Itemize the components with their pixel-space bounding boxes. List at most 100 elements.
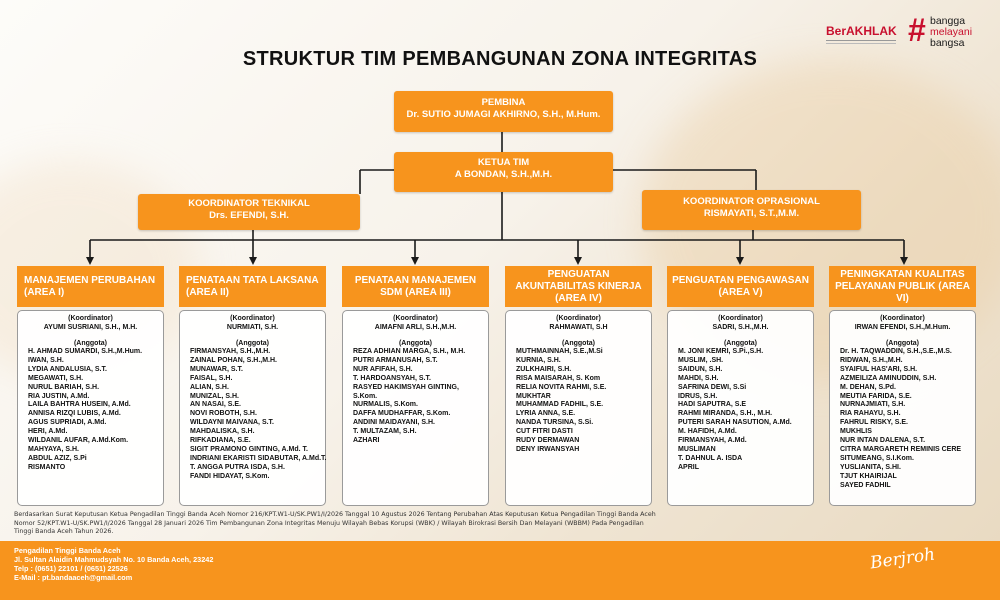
list-item: FANDI HIDAYAT, S.Kom. [190, 472, 270, 480]
list-item: HADI SAPUTRA, S.E [678, 401, 747, 409]
area-3-header: PENATAAN MANAJEMEN SDM (AREA III) [342, 266, 489, 307]
area-6-members: (Koordinator) IRWAN EFENDI, S.H.,M.Hum. (A… [829, 310, 976, 506]
list-item: FIRMANSYAH, S.H.,M.H. [190, 348, 271, 355]
list-item: H. AHMAD SUMARDI, S.H.,M.Hum. [28, 348, 143, 355]
list-item: FAHRUL RISKY, S.E. [840, 419, 908, 427]
list-item: SIGIT PRAMONO GINTING, A.Md. T. [190, 445, 308, 453]
koordinator-label: (Koordinator) [556, 315, 601, 322]
list-item: RISMANTO [28, 463, 66, 471]
list-item: M. HAFIDH, A.Md. [678, 428, 737, 436]
koordinator-label: (Koordinator) [68, 315, 113, 322]
list-item: RAHMI MIRANDA, S.H., M.H. [678, 410, 773, 418]
list-item: IWAN, S.H. [28, 356, 64, 364]
list-item: ZULKHAIRI, S.H. [516, 365, 572, 373]
anggota-label: (Anggota) [885, 340, 920, 347]
list-item: YUSLIANITA, S.HI. [840, 463, 901, 471]
list-item: LAILA BAHTRA HUSEIN, A.Md. [28, 401, 131, 409]
arrow-down-icon [574, 257, 582, 265]
list-item: NUR AFIFAH, S.H. [353, 365, 413, 373]
list-item: KURNIA, S.H. [516, 356, 561, 364]
list-item: INDRIANI EKARISTI SIDABUTAR, A.Md.T. [190, 454, 327, 462]
area-5-header: PENGUATAN PENGAWASAN (AREA V) [667, 266, 814, 307]
list-item: MUSLIMAN [678, 445, 716, 453]
list-item: SYAIFUL HAS'ARI, S.H. [840, 365, 918, 373]
list-item: AN NASAI, S.E. [190, 401, 241, 409]
list-item: RELIA NOVITA RAHMI, S.E. [516, 383, 607, 391]
list-item: SAFRINA DEWI, S.Si [678, 383, 747, 391]
list-item: TJUT KHAIRIJAL [840, 472, 897, 480]
list-item: LYRIA ANNA, S.E. [516, 410, 576, 418]
list-item: RIFKADIANA, S.E. [190, 437, 251, 445]
list-item: AZHARI [353, 437, 380, 445]
footer-email: E-Mail : pt.bandaaceh@gmail.com [14, 573, 133, 582]
koordinator-label: (Koordinator) [393, 315, 438, 322]
list-item: RIA JUSTIN, A.Md. [28, 392, 90, 400]
koordinator-label: (Koordinator) [880, 315, 925, 322]
list-item: NURNAJMIATI, S.H. [840, 401, 906, 409]
koordinator-oprasional-role: KOORDINATOR OPRASIONAL [683, 196, 820, 207]
spacer [343, 332, 488, 339]
list-item: DAFFA MUDHAFFAR, S.Kom. [353, 410, 451, 418]
list-item: MAHDI, S.H. [678, 374, 719, 382]
area-6-header: PENINGKATAN KUALITAS PELAYANAN PUBLIK (A… [829, 266, 976, 307]
list-item: HERI, A.Md. [28, 428, 68, 436]
area-2-members: (Koordinator)NURMIATI, S.H.(Anggota)FIRM… [179, 310, 327, 506]
koordinator-label: (Koordinator) [230, 315, 275, 322]
list-item: NOVI ROBOTH, S.H. [190, 410, 257, 418]
decree-note: Berdasarkan Surat Keputusan Ketua Pengad… [14, 511, 656, 535]
footer-org: Pengadilan Tinggi Banda Aceh [14, 546, 121, 555]
logo-bangsa: bangsa [930, 37, 965, 49]
list-item: SITUMEANG, S.I.Kom. [840, 454, 914, 462]
logo-bangga: bangga [930, 15, 966, 27]
anggota-label: (Anggota) [398, 340, 433, 347]
list-item: CITRA MARGARETH REMINIS CERE [840, 445, 962, 453]
list-item: PUTRI ARMANUSAH, S.T. [353, 356, 438, 364]
list-item: RIA RAHAYU, S.H. [840, 410, 901, 418]
list-item: FAISAL, S.H. [190, 374, 233, 382]
hashtag-icon: # [908, 12, 926, 48]
list-item: MUNIZAL, S.H. [190, 392, 239, 400]
list-item: RUDY DERMAWAN [516, 437, 580, 445]
koordinator-name: NURMIATI, S.H. [226, 324, 279, 331]
list-item: ALIAN, S.H. [190, 383, 229, 391]
list-item: PUTERI SARAH NASUTION, A.Md. [678, 419, 792, 427]
list-item: WILDANIL AUFAR, A.Md.Kom. [28, 437, 129, 445]
list-item: FIRMANSYAH, A.Md. [678, 437, 747, 445]
berakhlak-tagline-graphic [826, 40, 896, 44]
arrow-down-icon [249, 257, 257, 265]
list-item: T. ANGGA PUTRA ISDA, S.H. [190, 463, 285, 471]
koordinator-name: AYUMI SUSRIANI, S.H., M.H. [43, 324, 138, 331]
koordinator-name: IRWAN EFENDI, S.H.,M.Hum. [854, 324, 951, 331]
berakhlak-logo: BerAKHLAK [826, 24, 897, 38]
list-item: MEUTIA FARIDA, S.E. [840, 392, 912, 400]
member-list: H. AHMAD SUMARDI, S.H.,M.Hum.IWAN, S.H. L… [18, 348, 163, 473]
list-item: WILDAYNI MAIVANA, S.T. [190, 419, 275, 427]
spacer [180, 332, 325, 339]
list-item: MAHDALISKA, S.H. [190, 428, 255, 436]
koordinator-name: AIMAFNI ARLI, S.H.,M.H. [374, 324, 457, 331]
list-item: AGUS SUPRIADI, A.Md. [28, 419, 107, 427]
list-item: REZA ADHIAN MARGA, S.H., M.H. [353, 348, 466, 355]
area-4-header: PENGUATAN AKUNTABILITAS KINERJA (AREA IV… [505, 266, 652, 307]
spacer [18, 332, 163, 339]
list-item: RISA MAISARAH, S. Kom [516, 374, 601, 382]
koordinator-teknikal-role: KOORDINATOR TEKNIKAL [188, 198, 310, 209]
list-item: NURUL BARIAH, S.H. [28, 383, 100, 391]
list-item: T. DAHNUL A. ISDA [678, 454, 743, 462]
list-item: SAIDUN, S.H. [678, 365, 723, 373]
list-item: MUNAWAR, S.T. [190, 365, 243, 373]
member-list: M. JONI KEMRI, S.Pi.,S.H.MUSLIM, .SH.SAI… [668, 348, 813, 473]
list-item: CUT FITRI DASTI [516, 428, 573, 436]
pembina-role: PEMBINA [481, 97, 526, 108]
koordinator-teknikal-name: Drs. EFENDI, S.H. [209, 210, 289, 221]
list-item: SAYED FADHIL [840, 481, 891, 489]
area-1-members: (Koordinator)AYUMI SUSRIANI, S.H., M.H.(… [17, 310, 164, 506]
arrow-down-icon [736, 257, 744, 265]
area-2-header: PENATAAN TATA LAKSANA (AREA II) [179, 266, 326, 307]
footer: Pengadilan Tinggi Banda Aceh Jl. Sultan … [0, 541, 1000, 600]
arrow-down-icon [411, 257, 419, 265]
footer-address: Jl. Sultan Alaidin Mahmudsyah No. 10 Ban… [14, 555, 214, 564]
koordinator-oprasional-name: RISMAYATI, S.T.,M.M. [703, 208, 800, 219]
